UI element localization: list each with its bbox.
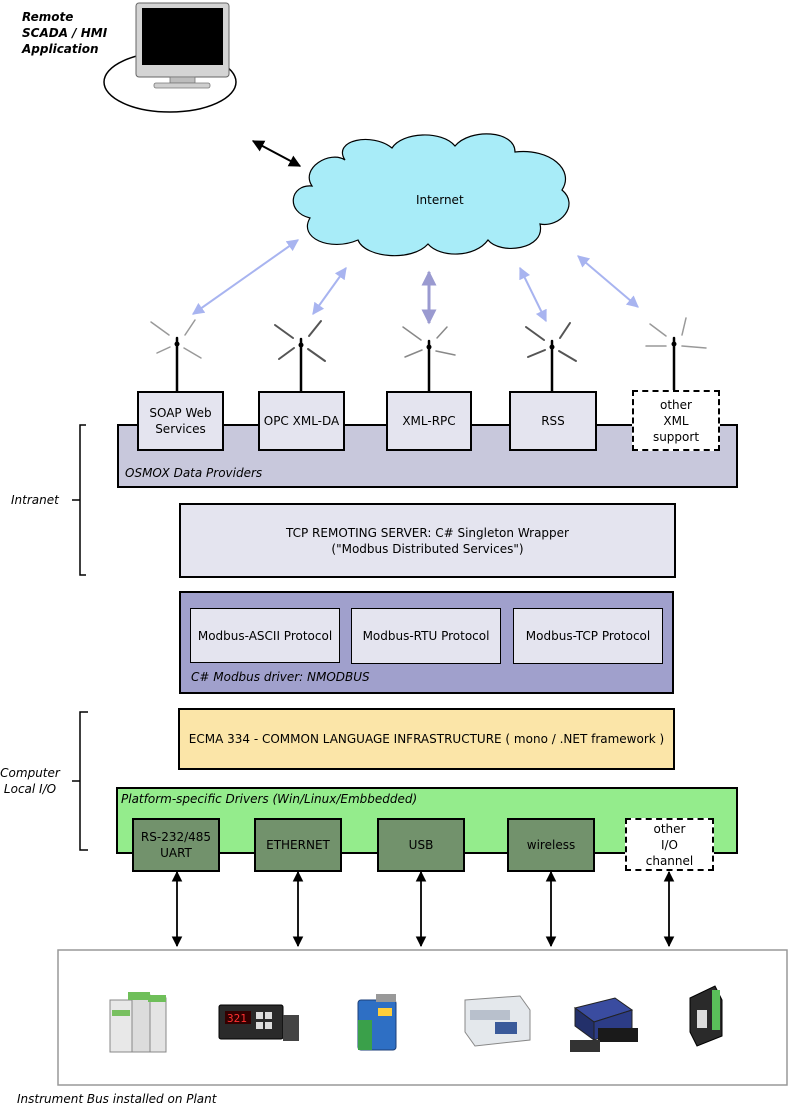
computer-label-line: Computer <box>0 766 60 780</box>
driver-label: UART <box>160 846 192 860</box>
provider-rss: RSS <box>509 391 597 451</box>
device-thermostat-icon: 321 <box>218 1004 299 1041</box>
tcp-server-box: TCP REMOTING SERVER: C# Singleton Wrappe… <box>179 503 676 578</box>
provider-label: SOAP Web <box>149 406 212 420</box>
driver-label: channel <box>645 853 694 868</box>
scada-label-line: Remote <box>22 10 74 24</box>
driver-label: ETHERNET <box>266 838 330 852</box>
computer-label-line: Local I/O <box>3 782 57 796</box>
internet-cloud-icon <box>292 133 570 257</box>
tcp-server-subtitle: ("Modbus Distributed Services") <box>331 541 524 556</box>
platform-drivers-label: Platform-specific Drivers (Win/Linux/Emb… <box>121 792 418 806</box>
driver-label: I/O <box>660 837 678 852</box>
intranet-label: Intranet <box>11 493 59 507</box>
driver-label: wireless <box>526 838 576 852</box>
scada-label: Remote SCADA / HMI Application <box>22 9 107 57</box>
provider-label: XML-RPC <box>402 414 456 428</box>
plant-label: Instrument Bus installed on Plant <box>17 1092 217 1106</box>
provider-xmlrpc: XML-RPC <box>386 391 472 451</box>
modbus-ascii-box: Modbus-ASCII Protocol <box>190 608 340 663</box>
antenna-icons <box>150 317 707 396</box>
driver-label: USB <box>408 838 434 852</box>
device-din-module-icon <box>109 992 167 1053</box>
protocol-label: Modbus-RTU Protocol <box>362 629 490 643</box>
provider-label: support <box>652 429 700 444</box>
provider-label: Services <box>155 422 206 436</box>
computer-bracket <box>72 711 88 851</box>
osmox-label: OSMOX Data Providers <box>125 466 263 480</box>
intranet-bracket <box>72 424 86 576</box>
provider-opc: OPC XML-DA <box>258 391 345 451</box>
provider-label: XML <box>663 413 689 428</box>
driver-usb: USB <box>377 818 465 872</box>
provider-label: RSS <box>541 414 565 428</box>
scada-monitor-icon <box>103 2 237 113</box>
provider-label: other <box>660 397 692 412</box>
modbus-driver-label: C# Modbus driver: NMODBUS <box>191 670 370 684</box>
protocol-label: Modbus-ASCII Protocol <box>197 628 333 643</box>
protocol-label: Modbus-TCP Protocol <box>525 629 651 643</box>
wireless-links <box>192 239 639 325</box>
device-din-rail-icon <box>464 995 531 1047</box>
tcp-server-title: TCP REMOTING SERVER: C# Singleton Wrappe… <box>285 525 569 540</box>
scada-label-line: SCADA / HMI <box>22 26 108 40</box>
driver-label: RS-232/485 <box>140 830 212 844</box>
device-converter-icon <box>570 997 638 1052</box>
cli-label: ECMA 334 - COMMON LANGUAGE INFRASTRUCTUR… <box>188 732 665 746</box>
modbus-tcp-box: Modbus-TCP Protocol <box>513 608 663 664</box>
driver-ethernet: ETHERNET <box>254 818 342 872</box>
modbus-rtu-box: Modbus-RTU Protocol <box>351 608 501 664</box>
driver-wireless: wireless <box>507 818 595 872</box>
provider-label: OPC XML-DA <box>263 414 340 428</box>
scada-label-line: Application <box>22 42 99 56</box>
cli-box: ECMA 334 - COMMON LANGUAGE INFRASTRUCTUR… <box>178 708 675 770</box>
plant-box <box>57 949 788 1086</box>
svg-text:321: 321 <box>227 1012 247 1025</box>
internet-label: Internet <box>416 193 464 207</box>
device-slim-module-icon <box>689 985 723 1047</box>
device-blue-io-icon <box>357 994 397 1051</box>
driver-label: other <box>653 821 686 836</box>
scada-internet-arrow <box>251 140 302 167</box>
computer-local-io-label: Computer Local I/O <box>0 765 60 797</box>
bus-links <box>171 870 675 948</box>
